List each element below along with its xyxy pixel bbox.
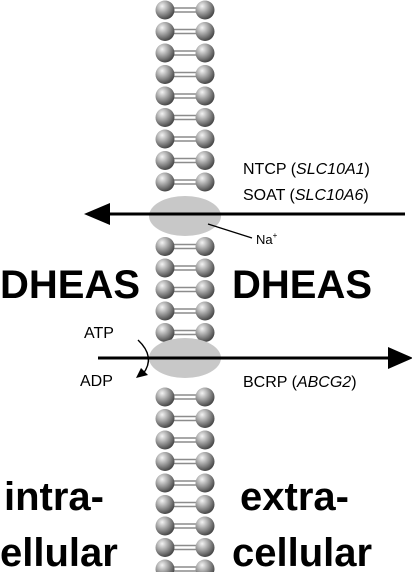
lipid-head-inner [155,516,175,536]
extracellular-label-line2: cellular [232,531,372,572]
lipid-head-outer [195,409,215,428]
lipid-head-inner [155,387,175,407]
atp-label: ATP [84,325,114,342]
lipid-head-inner [155,151,175,170]
lipid-head-inner [155,323,175,342]
lipid-bilayer [155,0,215,572]
lipid-head-inner [155,172,175,192]
lipid-head-inner [155,86,175,106]
lipid-head-outer [195,258,215,278]
lipid-head-outer [195,151,215,170]
lipid-head-outer [195,323,215,342]
lipid-head-outer [195,387,215,407]
lipid-head-inner [155,301,175,321]
dheas-extracellular-label: DHEAS [232,263,372,307]
dheas-intracellular-label: DHEAS [0,263,140,307]
lipid-head-outer [195,108,215,127]
lipid-head-outer [195,129,215,149]
lipid-head-outer [195,495,215,514]
lipid-head-inner [155,559,175,572]
lipid-head-outer [195,430,215,450]
na-pointer-line [207,223,253,239]
lipid-head-inner [155,258,175,278]
lipid-head-outer [195,65,215,84]
lipid-head-inner [155,452,175,471]
intracellular-label-line1: intra- [4,475,104,519]
lipid-head-outer [195,280,215,299]
lipid-head-outer [195,172,215,192]
lipid-head-outer [195,0,215,20]
intracellular-label-line2: ellular [0,531,118,572]
lipid-head-inner [155,129,175,149]
lipid-head-outer [195,516,215,536]
lipid-head-outer [195,43,215,63]
ntcp-soat-transporter [149,196,221,236]
lipid-head-outer [195,452,215,471]
uptake-arrow [84,203,405,225]
soat-label: SOAT (SLC10A6) [243,187,369,204]
lipid-head-inner [155,108,175,127]
lipid-head-inner [155,538,175,557]
lipid-head-inner [155,280,175,299]
efflux-arrow [98,347,412,369]
lipid-head-inner [155,409,175,428]
atp-adp-curved-arrow [136,339,150,378]
lipid-head-inner [155,237,175,256]
lipid-head-inner [155,65,175,84]
lipid-head-outer [195,86,215,106]
lipid-head-inner [155,495,175,514]
lipid-head-inner [155,473,175,493]
adp-label: ADP [80,373,113,390]
ntcp-label: NTCP (SLC10A1) [243,161,370,178]
extracellular-label-line1: extra- [240,475,349,519]
lipid-head-inner [155,430,175,450]
sodium-label: Na+ [256,231,278,247]
lipid-head-inner [155,22,175,41]
lipid-head-outer [195,237,215,256]
lipid-head-inner [155,0,175,20]
lipid-head-outer [195,22,215,41]
lipid-head-outer [195,538,215,557]
lipid-head-inner [155,43,175,63]
lipid-head-outer [195,559,215,572]
bcrp-label: BCRP (ABCG2) [243,374,357,391]
lipid-head-outer [195,301,215,321]
lipid-head-outer [195,473,215,493]
